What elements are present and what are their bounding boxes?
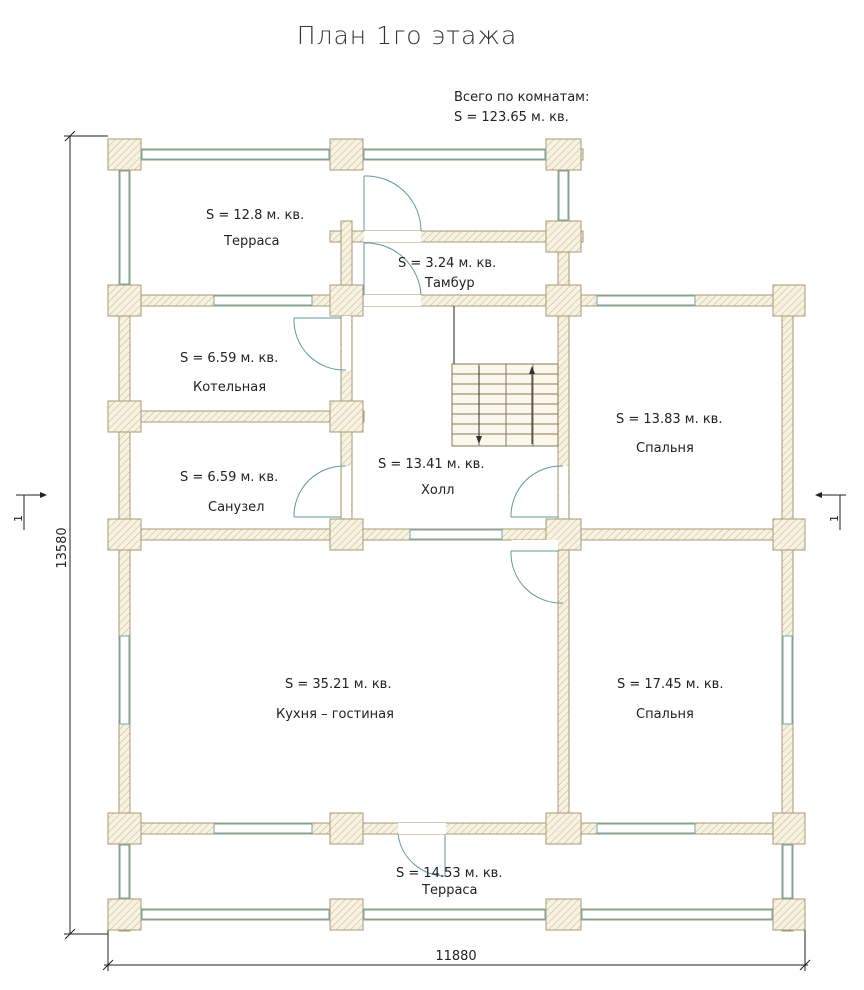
room-name-boiler: Котельная — [193, 380, 266, 395]
window — [581, 909, 773, 920]
room-name-terrace-top: Терраса — [223, 234, 280, 249]
door-arc — [293, 317, 347, 371]
section-mark-left: 1 — [12, 492, 47, 530]
window — [119, 844, 130, 899]
window — [119, 170, 130, 285]
log-cross — [545, 138, 582, 171]
window — [596, 295, 696, 306]
wall — [557, 294, 570, 835]
wall — [107, 294, 806, 307]
log-cross — [772, 284, 806, 317]
room-name-terrace-bottom: Терраса — [421, 883, 478, 898]
door-arc — [510, 465, 564, 518]
section-label: 1 — [828, 515, 841, 522]
dimension-height: 13580 — [55, 130, 108, 940]
window — [141, 909, 330, 920]
dim-tick — [64, 130, 76, 142]
window — [782, 635, 793, 725]
log-cross — [772, 898, 806, 931]
door-opening — [364, 231, 421, 242]
section-arrow — [40, 492, 47, 498]
room-area-kitchen: S = 35.21 м. кв. — [285, 677, 391, 692]
dim-tick — [799, 959, 811, 971]
door-arc — [363, 242, 422, 296]
staircase — [451, 306, 559, 447]
log-cross — [329, 284, 364, 317]
room-name-kitchen: Кухня – гостиная — [276, 707, 394, 722]
room-name-bathroom: Санузел — [208, 500, 264, 515]
log-cross — [329, 812, 364, 845]
door-opening — [342, 316, 351, 371]
dim-tick — [102, 959, 114, 971]
room-area-terrace-bottom: S = 14.53 м. кв. — [396, 866, 502, 881]
log-cross — [107, 400, 142, 433]
log-cross — [545, 812, 582, 845]
stair-arrow-up-head — [529, 366, 535, 374]
section-label: 1 — [12, 515, 25, 522]
door-arc — [397, 833, 446, 877]
door-arc — [510, 550, 564, 604]
door-arc — [363, 175, 422, 232]
room-name-bedroom-top: Спальня — [636, 441, 694, 456]
room-area-hall: S = 13.41 м. кв. — [378, 457, 484, 472]
log-cross — [107, 898, 142, 931]
wall — [329, 230, 584, 243]
window — [119, 635, 130, 725]
room-area-bedroom-top: S = 13.83 м. кв. — [616, 412, 722, 427]
log-cross — [545, 898, 582, 931]
room-name-hall: Холл — [421, 483, 454, 498]
plan-title: План 1го этажа — [297, 21, 518, 50]
room-area-bathroom: S = 6.59 м. кв. — [180, 470, 278, 485]
dim-height-label: 13580 — [55, 527, 70, 568]
wall — [107, 410, 365, 423]
door-opening — [512, 540, 558, 551]
room-area-terrace-top: S = 12.8 м. кв. — [206, 208, 304, 223]
room-name-tambur: Тамбур — [424, 276, 475, 291]
log-cross — [329, 898, 364, 931]
log-cross — [772, 518, 806, 551]
door-opening — [364, 295, 421, 306]
door-opening — [398, 823, 446, 834]
room-name-bedroom-bottom: Спальня — [636, 707, 694, 722]
dimension-width: 11880 — [102, 930, 811, 971]
door-opening — [559, 466, 568, 518]
log-cross — [329, 400, 364, 433]
log-cross — [329, 138, 364, 171]
room-area-tambur: S = 3.24 м. кв. — [398, 256, 496, 271]
windows — [119, 149, 793, 920]
log-cross — [772, 812, 806, 845]
log-cross — [329, 518, 364, 551]
section-arrow — [815, 492, 822, 498]
section-mark-right: 1 — [815, 492, 846, 530]
window — [213, 823, 313, 834]
dim-tick — [64, 928, 76, 940]
log-crosses — [107, 138, 806, 931]
log-cross — [107, 518, 142, 551]
window — [363, 909, 546, 920]
window — [141, 149, 330, 160]
log-cross — [107, 284, 142, 317]
stair-arrow-down-head — [476, 436, 482, 444]
room-area-boiler: S = 6.59 м. кв. — [180, 351, 278, 366]
doors — [293, 175, 568, 877]
window — [596, 823, 696, 834]
log-cross — [107, 138, 142, 171]
dim-width-label: 11880 — [435, 949, 476, 964]
room-area-bedroom-bottom: S = 17.45 м. кв. — [617, 677, 723, 692]
window — [213, 295, 313, 306]
log-cross — [545, 220, 582, 253]
total-label: Всего по комнатам: — [454, 90, 589, 105]
door-opening — [342, 466, 351, 518]
door-arc — [293, 465, 347, 518]
wall — [107, 822, 806, 835]
room-labels: S = 12.8 м. кв. Терраса S = 3.24 м. кв. … — [180, 208, 723, 898]
log-cross — [545, 284, 582, 317]
window — [558, 170, 569, 221]
total-value: S = 123.65 м. кв. — [454, 110, 569, 125]
log-cross — [107, 812, 142, 845]
window — [409, 529, 503, 540]
window — [363, 149, 546, 160]
window — [782, 844, 793, 899]
